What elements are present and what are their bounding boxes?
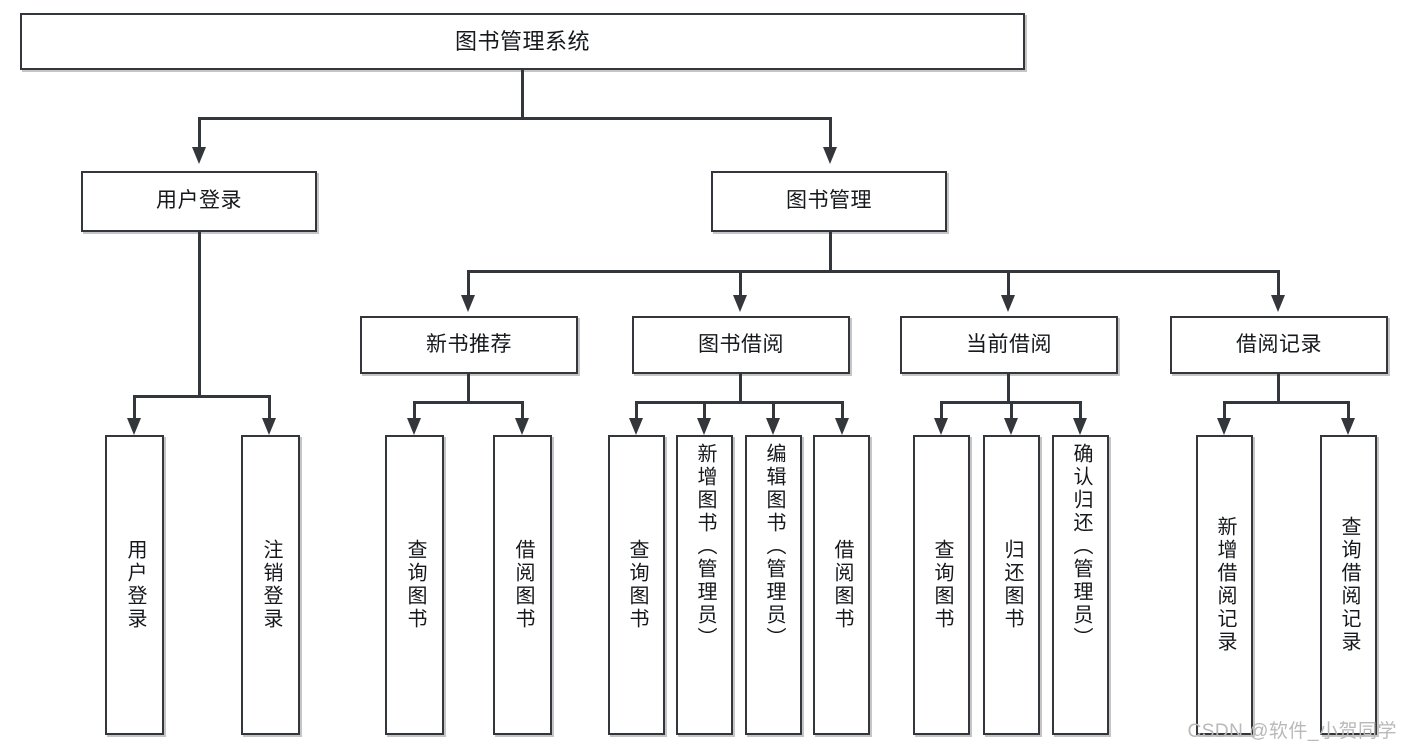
node-leaf-return-book-label: 归还图书 — [1001, 539, 1023, 631]
connector-record-to-leaf13 — [1347, 401, 1350, 418]
connector-root-stem — [521, 70, 524, 118]
node-leaf-query-book-borrow[interactable]: 查询图书 — [608, 435, 665, 735]
arrowhead-login — [192, 147, 206, 164]
node-leaf-add-borrow-record-label: 新增借阅记录 — [1214, 516, 1236, 654]
connector-bookmgmt-to-newbook — [467, 270, 470, 295]
node-bookmgmt[interactable]: 图书管理 — [711, 171, 947, 232]
node-root-label: 图书管理系统 — [454, 28, 590, 54]
node-leaf-logout-label: 注销登录 — [260, 539, 282, 631]
connector-login-stem — [198, 232, 201, 397]
node-login-label: 用户登录 — [156, 189, 242, 213]
arrowhead-leaf12 — [1217, 418, 1231, 435]
node-leaf-borrow-book-newbook-label: 借阅图书 — [512, 539, 534, 631]
arrowhead-newbook — [461, 295, 475, 312]
arrowhead-leaf5 — [629, 418, 643, 435]
connector-current-to-leaf10 — [1010, 401, 1013, 418]
node-leaf-query-book-newbook-label: 查询图书 — [404, 539, 426, 631]
node-leaf-user-login-label: 用户登录 — [124, 539, 146, 631]
arrowhead-current — [1001, 295, 1015, 312]
connector-borrow-to-leaf6 — [703, 401, 706, 418]
node-leaf-add-book-label: 新增图书（管理员） — [694, 443, 716, 650]
node-leaf-query-borrow-record-label: 查询借阅记录 — [1338, 516, 1360, 654]
node-leaf-query-book-current-label: 查询图书 — [931, 539, 953, 631]
connector-record-to-leaf12 — [1223, 401, 1226, 418]
connector-bookmgmt-to-record — [1277, 270, 1280, 295]
node-bookmgmt-label: 图书管理 — [786, 189, 872, 213]
node-leaf-query-book-newbook[interactable]: 查询图书 — [385, 435, 444, 735]
node-leaf-borrow-book-label: 借阅图书 — [831, 539, 853, 631]
arrowhead-leaf7 — [766, 418, 780, 435]
connector-newbook-bus — [413, 401, 523, 404]
node-leaf-add-borrow-record[interactable]: 新增借阅记录 — [1196, 435, 1253, 735]
arrowhead-leaf13 — [1341, 418, 1355, 435]
connector-current-stem — [1007, 374, 1010, 403]
arrowhead-leaf9 — [934, 418, 948, 435]
connector-bookmgmt-to-current — [1007, 270, 1010, 295]
node-leaf-logout[interactable]: 注销登录 — [241, 435, 300, 735]
arrowhead-leaf11 — [1073, 418, 1087, 435]
connector-bookmgmt-bus — [467, 270, 1279, 273]
connector-record-stem — [1277, 374, 1280, 403]
connector-current-to-leaf11 — [1079, 401, 1082, 418]
node-borrow-label: 图书借阅 — [698, 332, 784, 356]
connector-borrow-to-leaf7 — [772, 401, 775, 418]
arrowhead-leaf10 — [1004, 418, 1018, 435]
node-newbook[interactable]: 新书推荐 — [360, 316, 578, 374]
connector-root-bus — [198, 117, 832, 120]
connector-bookmgmt-stem — [829, 232, 832, 272]
node-leaf-edit-book[interactable]: 编辑图书（管理员） — [745, 435, 802, 735]
arrowhead-leaf3 — [407, 418, 421, 435]
node-login[interactable]: 用户登录 — [81, 171, 317, 232]
node-record[interactable]: 借阅记录 — [1170, 316, 1388, 374]
arrowhead-record — [1271, 295, 1285, 312]
arrowhead-leaf6 — [697, 418, 711, 435]
connector-root-to-login — [198, 117, 201, 147]
arrowhead-leaf4 — [515, 418, 529, 435]
connector-borrow-bus — [635, 401, 843, 404]
node-current[interactable]: 当前借阅 — [900, 316, 1118, 374]
arrowhead-borrow — [733, 295, 747, 312]
connector-root-to-bookmgmt — [829, 117, 832, 147]
arrowhead-leaf2 — [262, 418, 276, 435]
connector-record-bus — [1223, 401, 1349, 404]
connector-login-bus — [133, 395, 270, 398]
node-leaf-borrow-book[interactable]: 借阅图书 — [813, 435, 870, 735]
connector-bookmgmt-to-borrow — [739, 270, 742, 295]
node-root[interactable]: 图书管理系统 — [20, 13, 1025, 70]
node-leaf-query-borrow-record[interactable]: 查询借阅记录 — [1320, 435, 1377, 735]
connector-newbook-to-leaf3 — [413, 401, 416, 418]
arrowhead-bookmgmt — [823, 147, 837, 164]
node-leaf-query-book-current[interactable]: 查询图书 — [913, 435, 970, 735]
node-leaf-confirm-return[interactable]: 确认归还（管理员） — [1052, 435, 1109, 735]
node-leaf-user-login[interactable]: 用户登录 — [105, 435, 164, 735]
node-newbook-label: 新书推荐 — [426, 332, 512, 356]
connector-borrow-to-leaf8 — [841, 401, 844, 418]
node-leaf-edit-book-label: 编辑图书（管理员） — [763, 443, 785, 650]
node-leaf-borrow-book-newbook[interactable]: 借阅图书 — [493, 435, 552, 735]
node-leaf-add-book[interactable]: 新增图书（管理员） — [676, 435, 733, 735]
node-borrow[interactable]: 图书借阅 — [632, 316, 850, 374]
watermark: CSDN @软件_小贺同学 — [1187, 721, 1397, 742]
arrowhead-leaf1 — [127, 418, 141, 435]
connector-borrow-stem — [739, 374, 742, 403]
node-leaf-return-book[interactable]: 归还图书 — [983, 435, 1040, 735]
node-leaf-query-book-borrow-label: 查询图书 — [626, 539, 648, 631]
arrowhead-leaf8 — [835, 418, 849, 435]
connector-newbook-stem — [467, 374, 470, 403]
node-current-label: 当前借阅 — [966, 332, 1052, 356]
connector-login-to-leaf2 — [268, 395, 271, 418]
connector-newbook-to-leaf4 — [521, 401, 524, 418]
node-record-label: 借阅记录 — [1236, 332, 1322, 356]
node-leaf-confirm-return-label: 确认归还（管理员） — [1070, 443, 1092, 650]
connector-login-to-leaf1 — [133, 395, 136, 418]
connector-borrow-to-leaf5 — [635, 401, 638, 418]
connector-current-to-leaf9 — [940, 401, 943, 418]
